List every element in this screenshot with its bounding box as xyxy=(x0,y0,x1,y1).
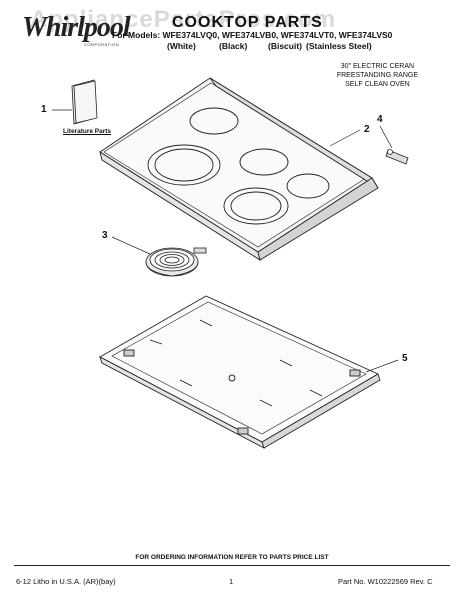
watermark: AppliancePartsPros.com xyxy=(30,6,337,33)
description-line: SELF CLEAN OVEN xyxy=(345,81,410,88)
callout-leader-2 xyxy=(329,129,361,147)
literature-parts-booklet xyxy=(71,79,98,125)
page-number: 1 xyxy=(229,577,234,586)
cooktop-glass-panel xyxy=(99,77,379,261)
maintop-support-frame xyxy=(99,295,381,449)
part-number: Part No. W10222569 Rev. C xyxy=(338,577,433,586)
finish-stainless: (Stainless Steel) xyxy=(306,41,372,51)
litho-info: 6-12 Litho in U.S.A. (AR)(bay) xyxy=(16,577,116,586)
mounting-clip xyxy=(385,149,409,165)
callout-2: 2 xyxy=(364,124,370,135)
ordering-info: FOR ORDERING INFORMATION REFER TO PARTS … xyxy=(135,554,329,561)
description-line: FREESTANDING RANGE xyxy=(336,72,418,79)
range-description: 30" ELECTRIC CERAN FREESTANDING RANGE SE… xyxy=(337,62,418,89)
brand-subtitle: CORPORATION xyxy=(84,42,119,47)
literature-parts-label: Literature Parts xyxy=(63,128,112,135)
callout-leader-5 xyxy=(365,359,399,373)
radiant-heating-element xyxy=(145,247,207,277)
page-title: COOKTOP PARTS xyxy=(172,14,323,31)
callout-5: 5 xyxy=(402,353,408,364)
models-line: For Models: WFE374LVQ0, WFE374LVB0, WFE3… xyxy=(112,30,393,40)
finish-biscuit: (Biscuit) xyxy=(268,41,302,51)
callout-leader-3 xyxy=(111,236,151,255)
cooktop-burners xyxy=(147,107,330,225)
callout-4: 4 xyxy=(377,114,383,125)
brand-logo: Whirlpool xyxy=(22,12,131,43)
finish-black: (Black) xyxy=(219,41,248,51)
footer-divider xyxy=(14,565,450,566)
finish-white: (White) xyxy=(167,41,196,51)
callout-1: 1 xyxy=(41,104,47,115)
callout-leader-4 xyxy=(379,125,393,149)
description-line: 30" ELECTRIC CERAN xyxy=(340,63,415,70)
callout-3: 3 xyxy=(102,230,108,241)
